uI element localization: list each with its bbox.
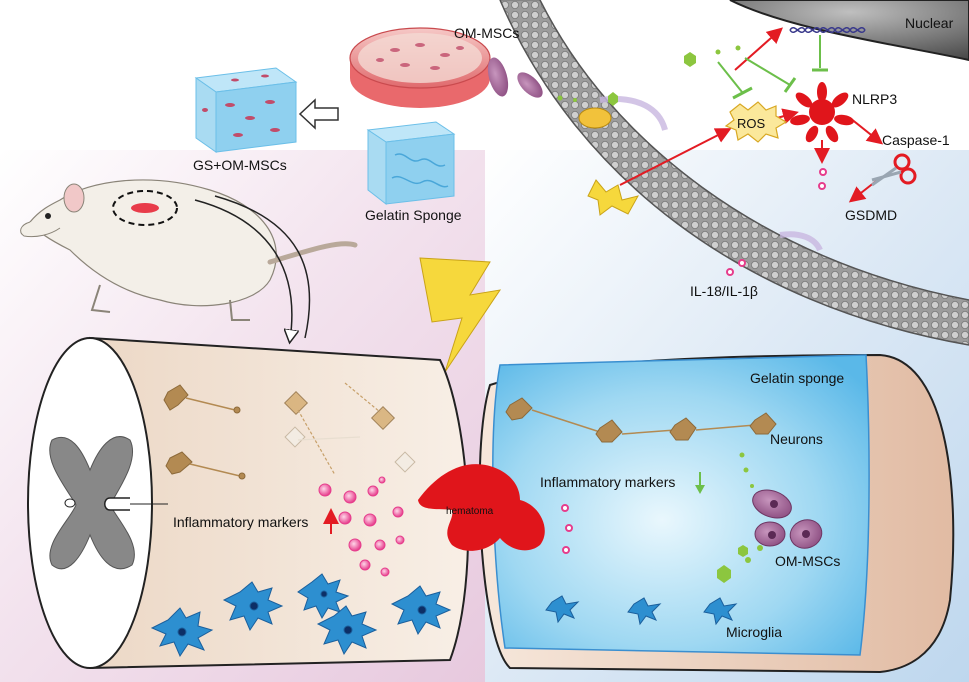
caspase1-label: Caspase-1 [882,132,950,148]
down-arrow-icon [695,472,705,494]
lightning-small-icon [587,179,639,216]
rat-illustration [20,179,358,321]
nlrp3-inflammasome-icon [790,82,854,143]
cell-membrane [499,0,969,346]
neuron-icon [283,390,309,416]
curved-arrow [194,195,311,340]
microglia-right [545,595,738,626]
dna-icon [789,27,866,33]
neuron-icon [165,451,193,475]
grey-matter-icon [49,436,135,570]
inflammatory-markers-right [561,504,573,554]
exosome-particles-bottom [717,452,763,583]
il-cytokine-dots [726,168,827,276]
om-msc-cell [487,57,509,97]
inflammatory-markers-left [318,476,405,577]
neuron-icon [394,451,416,473]
hematoma: hematoma [418,464,545,551]
neurons-left [163,382,416,480]
om-mscs-sponge [752,489,823,549]
hematoma-label: hematoma [446,506,494,517]
neuron-icon [163,384,189,411]
om-mscs-bottom-label: OM-MSCs [775,553,840,569]
membrane-channel-icon [578,107,612,129]
spinal-cord-right-segment [478,353,955,674]
lightning-large-icon [419,257,502,373]
neuron-icon [370,405,396,431]
scissors-icon [871,153,917,187]
nlrp3-label: NLRP3 [852,91,897,107]
neurons-label: Neurons [770,431,823,447]
neuron-icon [595,419,623,443]
neuron-icon [284,426,306,448]
hollow-arrow [298,98,339,130]
gelatin-sponge-cube [366,121,456,206]
neurons-right [505,397,777,443]
petri-dish [349,27,491,108]
neuron-icon [749,412,777,435]
gs-om-mscs-cube [194,67,298,153]
nuclear-label: Nuclear [905,15,954,31]
neuron-icon [505,397,533,421]
neuron-icon [669,417,697,441]
pathway-arrows [619,27,884,203]
microglia-label: Microglia [726,624,782,640]
om-msc-cell [517,72,543,98]
gs-om-mscs-label: GS+OM-MSCs [193,157,287,173]
ros-burst: ROS [724,101,788,143]
om-mscs-top-label: OM-MSCs [454,25,519,41]
gsdmd-label: GSDMD [845,207,897,223]
gelatin-sponge-top-label: Gelatin Sponge [365,207,462,223]
ros-label: ROS [737,116,766,131]
gelatin-sponge-panel-label: Gelatin sponge [750,370,844,386]
gelatin-sponge-region [492,354,870,656]
inflammatory-left-label: Inflammatory markers [173,514,308,530]
il18-label: IL-18/IL-1β [690,283,758,299]
nucleus: Nuclear [729,0,969,62]
exosome-particles-top [557,45,741,106]
microglia-left [150,573,452,658]
inflammatory-right-label: Inflammatory markers [540,474,675,490]
